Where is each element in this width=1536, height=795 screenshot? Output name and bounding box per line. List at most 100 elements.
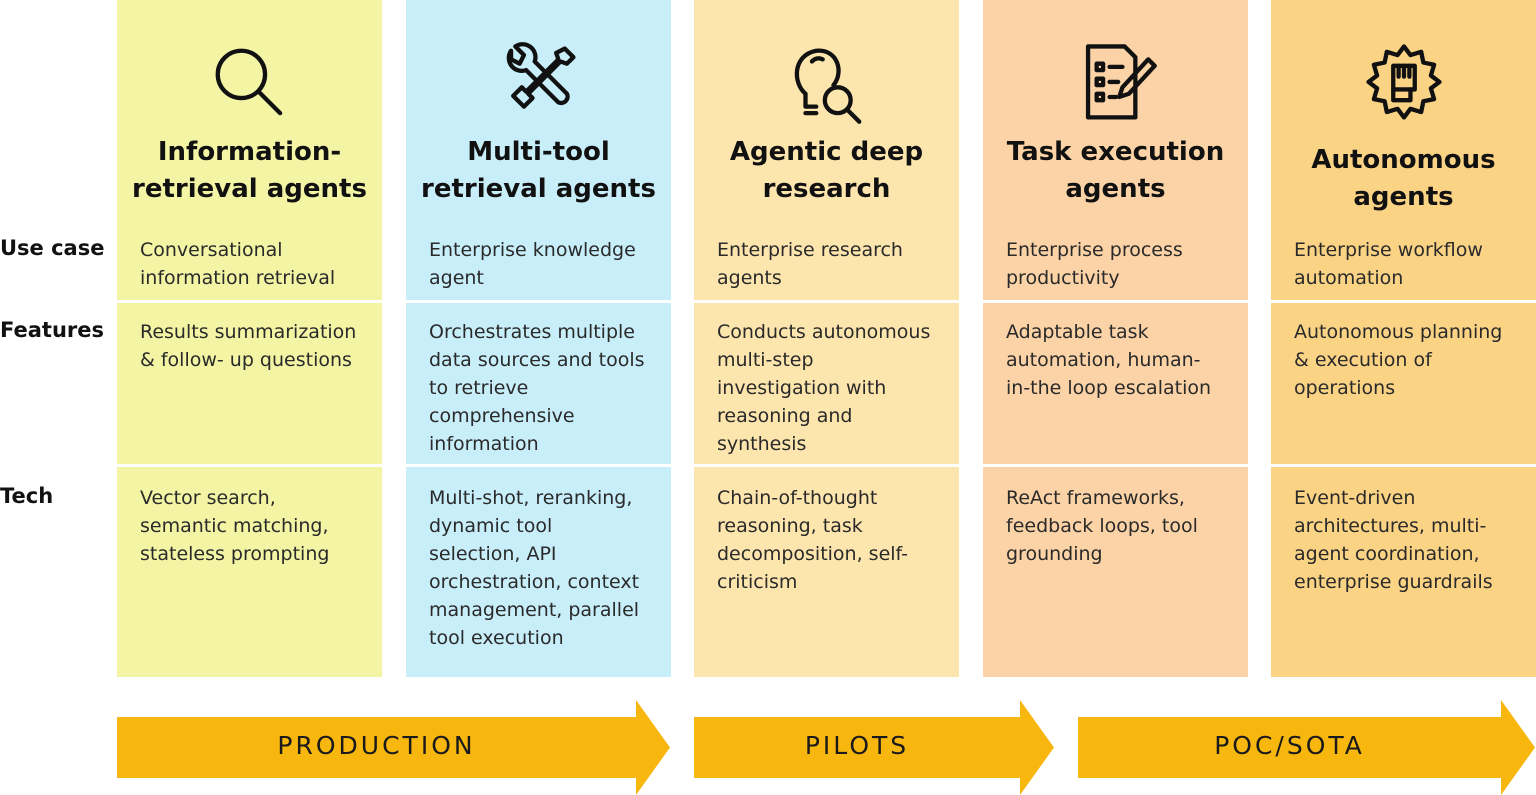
lightbulb-search-icon (694, 40, 959, 128)
features-text-line: comprehensive (429, 405, 575, 427)
stage-arrow: PRODUCTION (117, 700, 670, 795)
tech-text: Multi-shot, reranking, dynamic tool select… (429, 484, 661, 652)
tech-text-line: decomposition, self- (717, 543, 909, 565)
column-title-line: Multi-tool (467, 137, 610, 167)
use-case-text-line: Enterprise process (1006, 239, 1183, 261)
row-divider (406, 300, 671, 303)
features-text-line: investigation with (717, 377, 887, 399)
row-label-use-case: Use case (0, 236, 105, 260)
use-case-text-line: agents (717, 267, 782, 289)
tech-text-line: selection, API (429, 543, 557, 565)
features-text-line: to retrieve (429, 377, 529, 399)
features-text-line: reasoning and (717, 405, 853, 427)
row-divider (406, 464, 671, 467)
features-text-line: Orchestrates multiple (429, 321, 635, 343)
column-title-line: agents (1353, 182, 1454, 212)
tech-text-line: feedback loops, tool (1006, 515, 1198, 537)
column-title-line: Information- (157, 137, 342, 167)
use-case-text: Enterprise process productivity (1006, 236, 1238, 292)
arrow-shape (117, 700, 670, 795)
features-text-line: information (429, 433, 539, 455)
features-text-line: Results summarization (140, 321, 357, 343)
column-title: Multi-tool retrieval agents (412, 134, 665, 208)
arrow-shape (694, 700, 1054, 795)
use-case-text: Enterprise research agents (717, 236, 949, 292)
tech-text-line: tool execution (429, 627, 564, 649)
tech-text-line: orchestration, context (429, 571, 640, 593)
stage-arrow: PILOTS (694, 700, 1054, 795)
stage-label: PRODUCTION (277, 731, 476, 760)
row-divider (694, 464, 959, 467)
row-divider (983, 464, 1248, 467)
column-title: Agentic deep research (700, 134, 953, 208)
column-title: Autonomous agents (1277, 142, 1530, 216)
magnifier-icon (117, 40, 382, 128)
stage-label: PILOTS (804, 731, 910, 760)
use-case-text: Enterprise knowledge agent (429, 236, 661, 292)
features-text-line: data sources and tools (429, 349, 645, 371)
tech-text-line: dynamic tool (429, 515, 553, 537)
use-case-text-line: Enterprise knowledge (429, 239, 636, 261)
features-text-line: operations (1294, 377, 1396, 399)
row-divider (117, 300, 382, 303)
features-text-line: Adaptable task (1006, 321, 1149, 343)
tech-text: ReAct frameworks, feedback loops, tool gro… (1006, 484, 1238, 568)
tech-text-line: semantic matching, (140, 515, 329, 537)
features-text: Results summarization& follow- up questi… (140, 318, 372, 374)
column-title-line: agents (1065, 174, 1166, 204)
stage-label: POC/SOTA (1214, 731, 1365, 760)
column-title-line: retrieval agents (421, 174, 656, 204)
features-text: Autonomous planning & execution of operati… (1294, 318, 1526, 402)
use-case-text-line: agent (429, 267, 484, 289)
features-text-line: Conducts autonomous (717, 321, 931, 343)
use-case-text-line: Enterprise research (717, 239, 903, 261)
tech-text-line: enterprise guardrails (1294, 571, 1493, 593)
column-title: Task execution agents (989, 134, 1242, 208)
checklist-pen-icon (983, 40, 1248, 128)
use-case-text-line: automation (1294, 267, 1404, 289)
column-title-line: Autonomous (1311, 145, 1496, 175)
use-case-text-line: Enterprise workflow (1294, 239, 1483, 261)
tech-text-line: grounding (1006, 543, 1103, 565)
column-title-line: Task execution (1006, 137, 1225, 167)
row-divider (1271, 464, 1536, 467)
gear-fist-icon (1271, 40, 1536, 128)
column-title-line: research (762, 174, 891, 204)
tech-text-line: Chain-of-thought (717, 487, 878, 509)
tech-text: Chain-of-thought reasoning, task decomposi… (717, 484, 949, 596)
features-text-line: synthesis (717, 433, 807, 455)
features-text: Orchestrates multiple data sources and to… (429, 318, 661, 458)
use-case-text-line: productivity (1006, 267, 1120, 289)
arrow-shape (1078, 700, 1535, 795)
row-divider (983, 300, 1248, 303)
tech-text: Vector search,semantic matching,stateles… (140, 484, 372, 568)
tech-text: Event-driven architectures, multi-agent c… (1294, 484, 1526, 596)
tech-text-line: Event-driven (1294, 487, 1416, 509)
tech-text-line: stateless prompting (140, 543, 330, 565)
tech-text-line: Multi-shot, reranking, (429, 487, 633, 509)
column-title-line: Agentic deep (729, 137, 924, 167)
use-case-text-line: Conversational (140, 239, 283, 261)
features-text-line: automation, human- (1006, 349, 1201, 371)
tech-text-line: agent coordination, (1294, 543, 1480, 565)
stage-arrow: POC/SOTA (1078, 700, 1535, 795)
row-label-tech: Tech (0, 484, 54, 508)
tech-text-line: reasoning, task (717, 515, 863, 537)
tech-text-line: architectures, multi- (1294, 515, 1487, 537)
features-text-line: Autonomous planning (1294, 321, 1503, 343)
wrench-screwdriver-icon (406, 40, 671, 128)
tech-text-line: ReAct frameworks, (1006, 487, 1185, 509)
use-case-text: Enterprise workflow automation (1294, 236, 1526, 292)
tech-text-line: management, parallel (429, 599, 640, 621)
row-divider (117, 464, 382, 467)
features-text-line: & execution of (1294, 349, 1432, 371)
row-divider (694, 300, 959, 303)
